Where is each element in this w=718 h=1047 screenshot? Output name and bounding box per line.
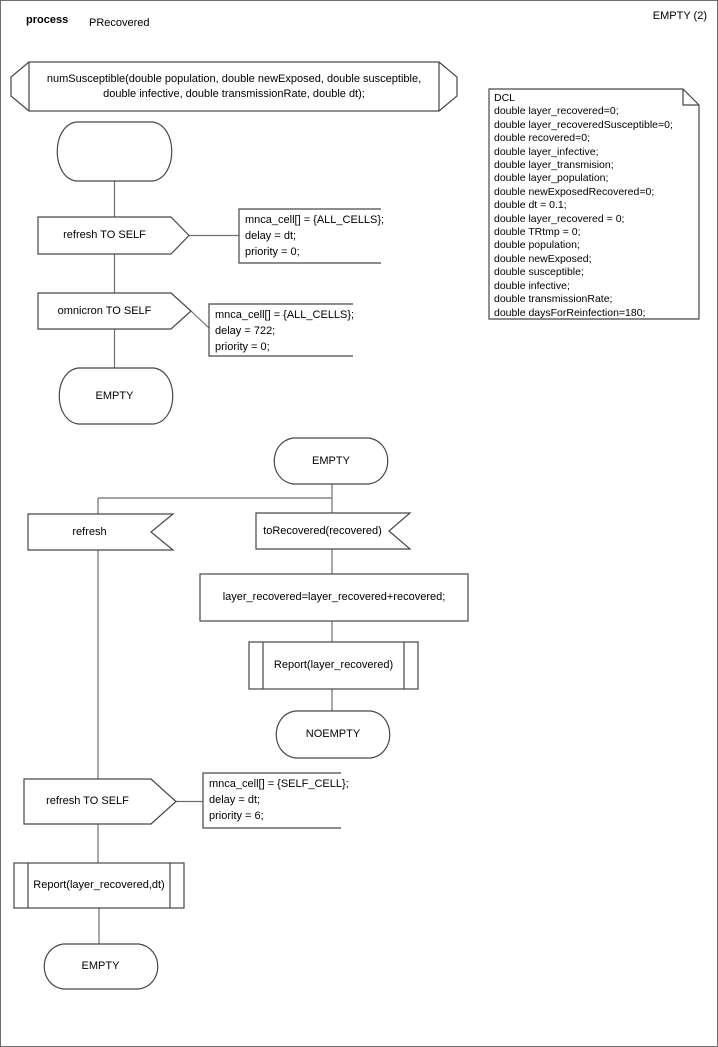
- proc-report1-label[interactable]: Report(layer_recovered): [273, 659, 394, 671]
- state-empty3-label[interactable]: EMPTY: [81, 960, 120, 972]
- procedure-signature-left-bracket: [10, 61, 30, 112]
- task-assign-label[interactable]: layer_recovered=layer_recovered+recovere…: [222, 591, 446, 603]
- input-torecovered-shape: [255, 512, 412, 550]
- task-assign-shape: [199, 573, 469, 622]
- comment-omnicron-shape: [208, 303, 353, 357]
- procedure-signature-right-bracket: [438, 61, 458, 112]
- output-refresh2-shape: [23, 778, 177, 825]
- proc-report1-shape: [248, 641, 419, 690]
- proc-report1-inner-lines: [262, 642, 405, 689]
- comment-refresh2-text[interactable]: mnca_cell[] = {SELF_CELL}; delay = dt; p…: [209, 778, 349, 822]
- proc-report2-inner-lines: [27, 863, 171, 908]
- state-empty1-shape: [58, 367, 174, 425]
- dcl-box-shape: [488, 88, 700, 320]
- input-refresh-label[interactable]: refresh: [72, 525, 107, 538]
- process-kind-label: process: [26, 14, 69, 26]
- proc-report2-shape: [13, 862, 185, 909]
- proc-report2-label[interactable]: Report(layer_recovered,dt): [33, 879, 165, 891]
- page-state-label: EMPTY (2): [652, 10, 707, 22]
- comment-omnicron-text[interactable]: mnca_cell[] = {ALL_CELLS}; delay = 722; …: [215, 309, 355, 353]
- connector-lines: [97, 181, 333, 944]
- dcl-declarations-text[interactable]: DCL double layer_recovered=0; double lay…: [494, 92, 673, 319]
- connector-omnicron-comment: [190, 310, 210, 329]
- procedure-signature-shape: [28, 61, 440, 112]
- comment-refresh2-shape: [202, 772, 341, 829]
- state-empty3-shape: [43, 943, 159, 990]
- output-omnicron-shape: [37, 292, 192, 330]
- state-noempty-shape: [275, 710, 391, 759]
- dcl-box-fold-corner-icon: [682, 89, 699, 106]
- input-refresh-shape: [27, 513, 175, 551]
- comment-refresh1-text[interactable]: mnca_cell[] = {ALL_CELLS}; delay = dt; p…: [245, 214, 385, 258]
- process-name-label: PRecovered: [89, 17, 150, 29]
- output-refresh1-shape: [37, 216, 190, 255]
- state-empty2-shape: [273, 437, 389, 485]
- state-noempty-label[interactable]: NOEMPTY: [305, 728, 361, 740]
- state-empty1-label[interactable]: EMPTY: [95, 389, 134, 402]
- comment-refresh1-shape: [238, 208, 381, 264]
- state-empty2-label[interactable]: EMPTY: [312, 454, 350, 467]
- input-torecovered-label[interactable]: toRecovered(recovered): [263, 524, 382, 537]
- start-state-shape: [56, 121, 173, 182]
- output-omnicron-label[interactable]: omnicron TO SELF: [57, 304, 152, 317]
- output-refresh1-label[interactable]: refresh TO SELF: [63, 229, 146, 241]
- output-refresh2-label[interactable]: refresh TO SELF: [46, 795, 129, 807]
- procedure-signature-text[interactable]: numSusceptible(double population, double…: [46, 72, 422, 100]
